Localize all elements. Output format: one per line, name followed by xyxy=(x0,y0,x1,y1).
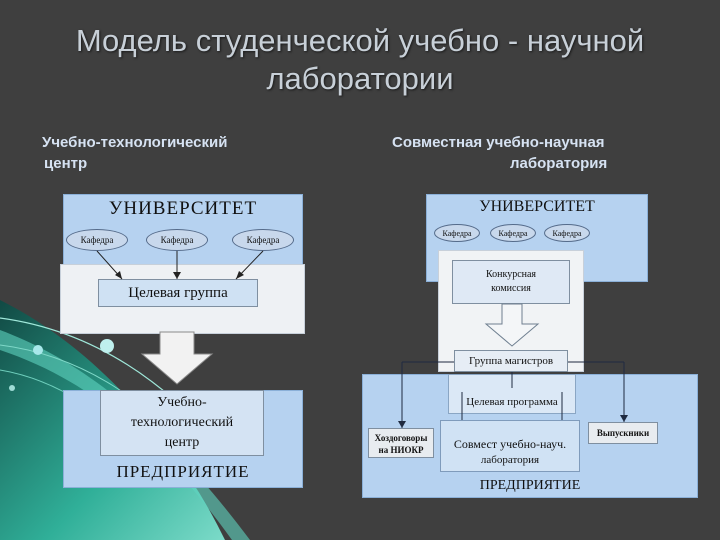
left-center-box: Учебно- технологический центр xyxy=(100,390,264,456)
left-heading-line1: Учебно-технологический xyxy=(42,134,228,151)
right-graduates-box: Выпускники xyxy=(588,422,658,444)
right-heading-line1: Совместная учебно-научная xyxy=(392,134,605,151)
decor-dot xyxy=(9,385,15,391)
right-department-oval: Кафедра xyxy=(434,224,480,242)
right-commission-line2: комиссия xyxy=(491,283,531,294)
right-lab-line1: Совмест учебно-науч. xyxy=(453,437,567,451)
right-masters-box: Группа магистров xyxy=(454,350,568,372)
left-down-arrow xyxy=(140,331,214,385)
right-lab-box xyxy=(440,420,580,472)
right-commission-box: Конкурсная комиссия xyxy=(452,260,570,304)
left-center-line3: центр xyxy=(164,435,200,450)
department-label: Кафедра xyxy=(442,228,472,238)
decor-dot xyxy=(100,339,114,353)
right-masters-label: Группа магистров xyxy=(468,355,554,367)
right-contracts-line1: Хоздоговоры xyxy=(374,433,428,443)
department-label: Кафедра xyxy=(80,235,114,245)
right-university-label: УНИВЕРСИТЕТ xyxy=(479,198,595,215)
decor-dot xyxy=(33,345,43,355)
right-department-oval: Кафедра xyxy=(490,224,536,242)
left-center-line2: технологический xyxy=(130,415,234,430)
left-target-group-box: Целевая группа xyxy=(98,279,258,307)
right-lab-label: Совмест учебно-науч. лаборатория xyxy=(440,436,580,468)
slide-title: Модель студенческой учебно - научной лаб… xyxy=(0,22,720,98)
slide-title-line1: Модель студенческой учебно - научной xyxy=(75,23,645,58)
right-department-oval: Кафедра xyxy=(544,224,590,242)
right-connectors xyxy=(398,303,628,428)
right-commission-line1: Конкурсная xyxy=(485,269,537,280)
right-program-label: Целевая программа xyxy=(466,396,558,408)
left-target-group-label: Целевая группа xyxy=(128,284,228,301)
left-university-label: УНИВЕРСИТЕТ xyxy=(108,198,258,219)
department-label: Кафедра xyxy=(552,228,582,238)
left-department-oval: Кафедра xyxy=(66,229,128,251)
department-label: Кафедра xyxy=(160,235,194,245)
right-lab-line2: лаборатория xyxy=(480,454,540,466)
right-graduates-label: Выпускники xyxy=(596,428,650,438)
department-label: Кафедра xyxy=(498,228,528,238)
right-contracts-line2: на НИОКР xyxy=(378,445,424,455)
right-contracts-box: Хоздоговоры на НИОКР xyxy=(368,428,434,458)
left-heading: Учебно-технологический центр xyxy=(42,132,227,174)
left-enterprise-label: ПРЕДПРИЯТИЕ xyxy=(116,462,250,481)
slide-title-line2: лаборатории xyxy=(266,61,454,96)
department-label: Кафедра xyxy=(246,235,280,245)
right-heading-line2: лаборатория xyxy=(510,155,608,172)
left-department-oval: Кафедра xyxy=(232,229,294,251)
left-heading-line2: центр xyxy=(44,155,88,172)
right-diagram: УНИВЕРСИТЕТ Кафедра Кафедра Кафедра Конк… xyxy=(362,192,698,500)
right-enterprise-label: ПРЕДПРИЯТИЕ xyxy=(479,478,581,493)
right-heading: Совместная учебно-научная лаборатория xyxy=(392,132,607,174)
left-diagram: УНИВЕРСИТЕТ Кафедра Кафедра Кафедра Целе… xyxy=(60,194,305,490)
left-center-line1: Учебно- xyxy=(157,395,207,410)
left-department-oval: Кафедра xyxy=(146,229,208,251)
right-down-arrow xyxy=(484,303,540,347)
left-connectors xyxy=(96,250,264,385)
